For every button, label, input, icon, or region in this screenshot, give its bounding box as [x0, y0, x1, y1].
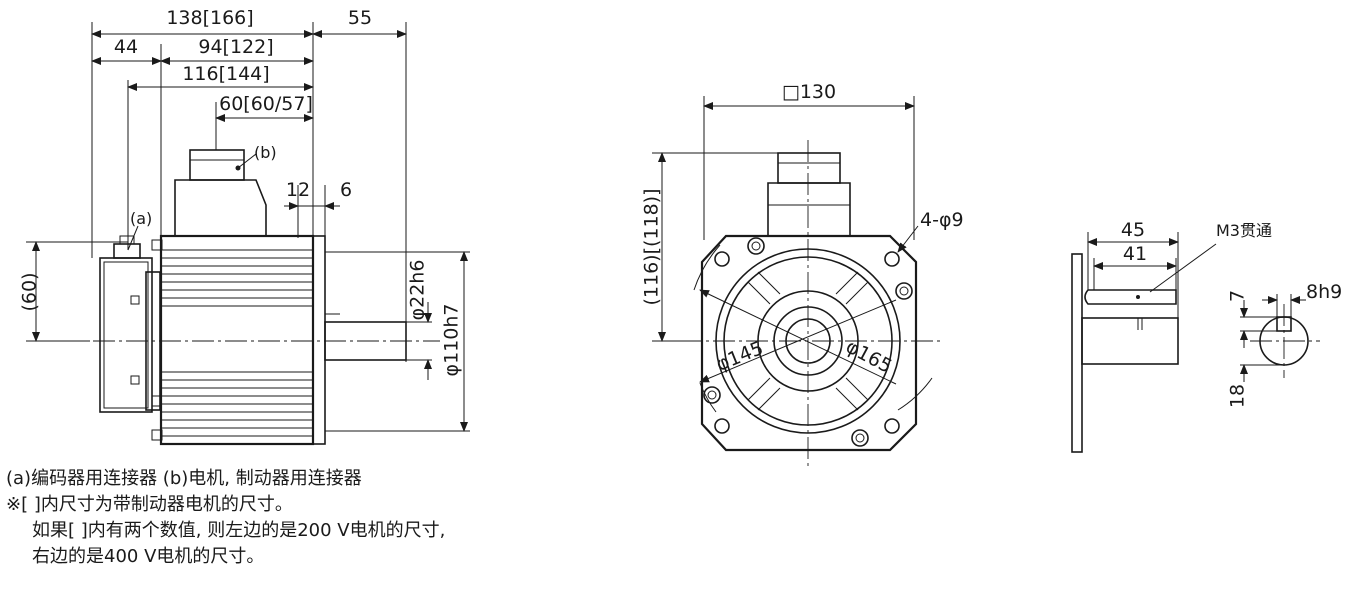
dim-body-length: 94[122]	[198, 36, 273, 58]
front-view: □130 (116)[(118)]	[641, 81, 964, 470]
side-view: 138[166] 55 44 94[122] 116[144] 60[60/57…	[19, 7, 470, 446]
dim-overall-length: 138[166]	[166, 7, 253, 29]
note-brake-dims: ※[ ]内尺寸为带制动器电机的尺寸。	[6, 494, 293, 515]
dim-key-height: 7	[1227, 290, 1249, 302]
label-connector-a: (a)	[130, 209, 152, 228]
label-tap-hole: M3贯通	[1216, 221, 1272, 240]
dim-key-depth: 18	[1227, 384, 1249, 408]
dim-spigot-length: 6	[340, 179, 352, 201]
dim-flange-square: □130	[782, 81, 836, 103]
dim-front-height: (116)[(118)]	[641, 188, 663, 305]
dim-pcd-outer: φ165	[842, 336, 895, 378]
dim-flange-thickness: 12	[286, 179, 310, 201]
note-400v: 右边的是400 V电机的尺寸。	[32, 546, 265, 567]
notes-block: (a)编码器用连接器 (b)电机, 制动器用连接器 ※[ ]内尺寸为带制动器电机…	[6, 466, 445, 570]
dim-encoder-length: 44	[114, 36, 138, 58]
note-two-values: 如果[ ]内有两个数值, 则左边的是200 V电机的尺寸,	[32, 520, 446, 541]
dim-shaft-diameter: φ22h6	[407, 260, 429, 321]
shaft-detail: 45 41 M3贯通 8h9 7 18	[1071, 219, 1342, 453]
dim-connector-position: 60[60/57]	[219, 93, 313, 115]
dim-shaft-length: 55	[348, 7, 372, 29]
dim-spigot-diameter: φ110h7	[441, 304, 463, 377]
dim-flange-to-rear: 116[144]	[182, 63, 269, 85]
dim-key-length-overall: 45	[1121, 219, 1145, 241]
dim-mount-holes: 4-φ9	[920, 209, 964, 231]
dim-key-length: 41	[1123, 243, 1147, 265]
label-connector-b: (b)	[254, 143, 277, 162]
note-connector-legend: (a)编码器用连接器 (b)电机, 制动器用连接器	[6, 468, 362, 489]
dim-key-width: 8h9	[1306, 281, 1342, 303]
dim-connector-height: (60)	[19, 272, 41, 311]
dim-pcd-inner: φ145	[713, 337, 766, 376]
